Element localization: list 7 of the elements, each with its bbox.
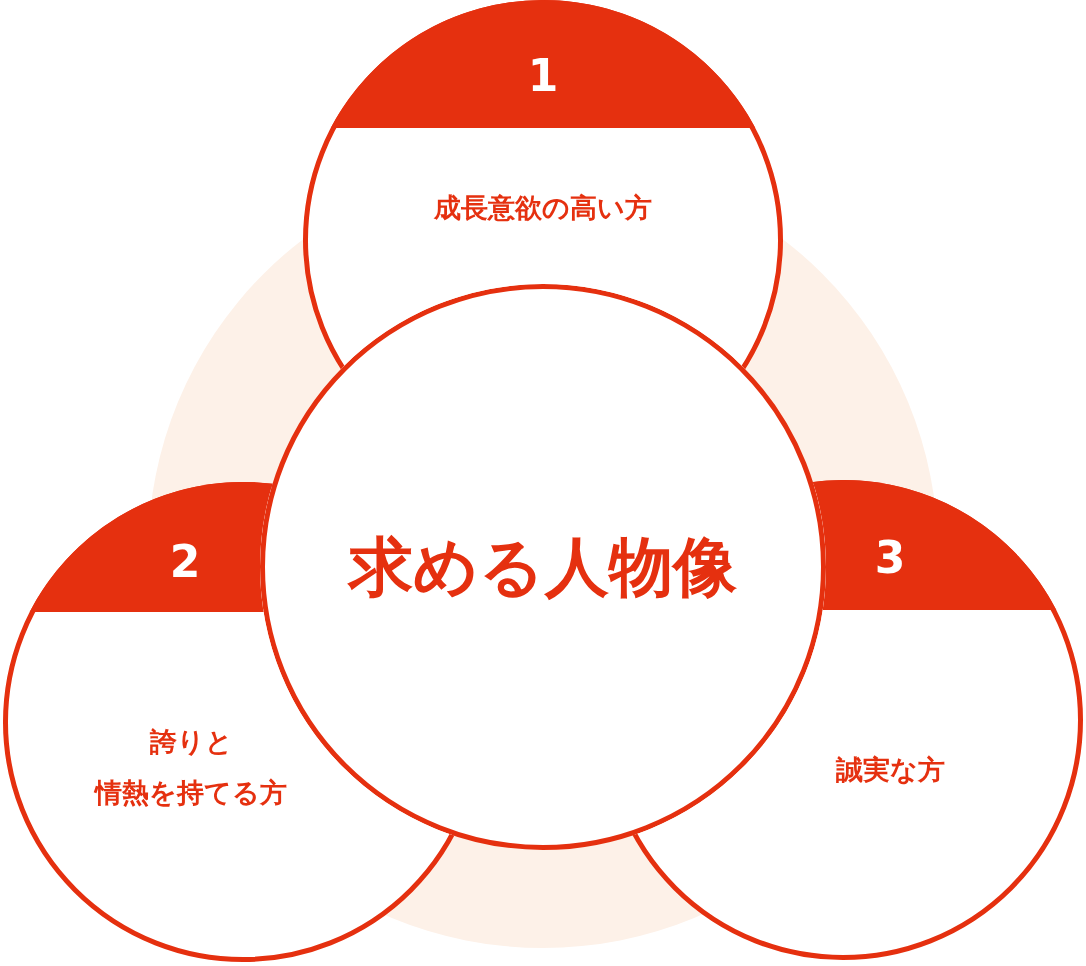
trait-text: 成長意欲の高い方 — [434, 191, 652, 226]
center-title: 求める人物像 — [349, 535, 737, 599]
number-label: 2 — [169, 540, 201, 584]
number-label: 3 — [874, 536, 906, 580]
trait-text: 誇りと情熱を持てる方 — [95, 724, 287, 810]
trait-text: 誠実な方 — [835, 753, 945, 788]
number-label: 1 — [527, 54, 559, 98]
